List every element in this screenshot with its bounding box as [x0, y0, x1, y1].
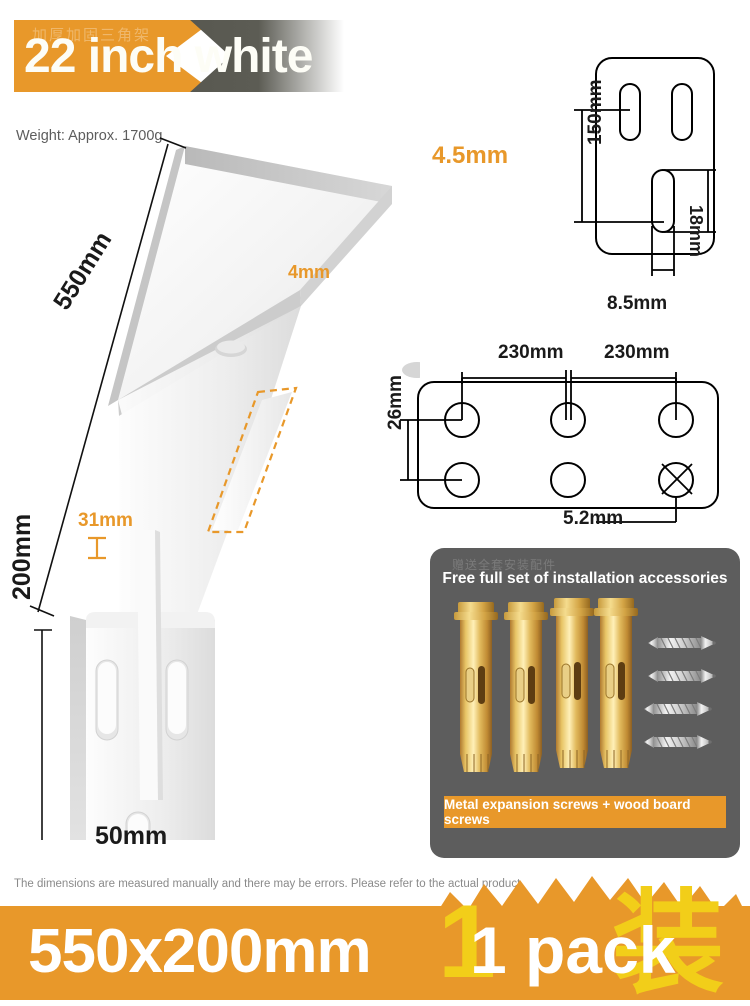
dimension-31mm: 31mm: [78, 510, 133, 531]
dimension-4mm: 4mm: [288, 262, 331, 282]
dimension-26mm: 26mm: [385, 375, 406, 430]
accessories-title: Free full set of installation accessorie…: [442, 570, 728, 587]
dimension-5.2mm: 5.2mm: [563, 508, 624, 529]
title-banner-text: 22 inch white: [24, 30, 313, 83]
accessories-caption: Metal expansion screws + wood board scre…: [444, 796, 726, 828]
title-banner-ghost-text: 加厚加固三角架: [32, 27, 152, 44]
dimension-4.5mm: 4.5mm: [432, 142, 509, 169]
dimension-18mm: 18mm: [686, 205, 706, 258]
bottom-banner-size-text: 550x200mm: [28, 917, 372, 986]
vertical-plate-diagram: [574, 57, 716, 276]
quantity-ghost-numeral: 1: [438, 884, 496, 1000]
bottom-banner: 550x200mm 1 装 1 pack: [0, 876, 750, 1000]
title-banner: 加厚加固三角架 22 inch white: [14, 20, 344, 92]
chinese-character-pack: 装: [612, 881, 724, 1006]
dimension-200mm: 200mm: [8, 513, 36, 600]
dimension-230mm-left: 230mm: [498, 342, 564, 363]
dimension-230mm-right: 230mm: [604, 342, 670, 363]
horizontal-plate-diagram: [400, 370, 719, 523]
accessories-ghost-text: 赠送全套安装配件: [452, 558, 557, 572]
bracket-3d-render: [29, 137, 420, 840]
accessories-hardware-illustration: [454, 598, 716, 772]
disclaimer-text: The dimensions are measured manually and…: [14, 878, 524, 890]
starburst-shape: [436, 876, 748, 1000]
dimension-150mm: 150mm: [585, 79, 606, 146]
weight-label: Weight: Approx. 1700g: [16, 128, 163, 144]
dimension-50mm: 50mm: [95, 822, 168, 850]
bottom-banner-quantity-text: 1 pack: [470, 913, 676, 987]
accessories-panel: 赠送全套安装配件 Free full set of installation a…: [430, 548, 740, 858]
dimension-8.5mm: 8.5mm: [607, 293, 668, 314]
